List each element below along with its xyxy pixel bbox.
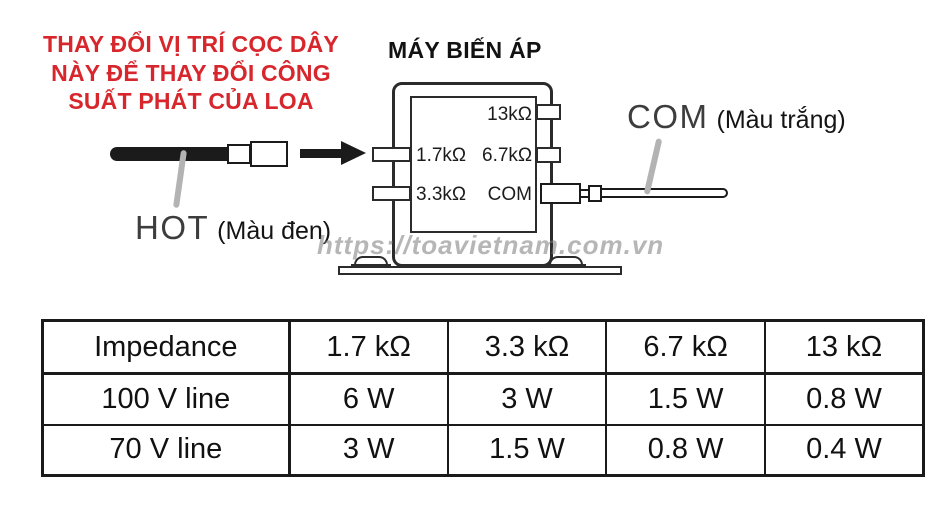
tap-label-13k: 13kΩ <box>487 104 532 125</box>
header-impedance: Impedance <box>41 319 291 375</box>
tab-left-3_3k <box>372 186 411 201</box>
com-connector-crimp <box>588 185 602 202</box>
header-1_7k: 1.7 kΩ <box>288 319 449 375</box>
mount-foot-right <box>549 256 583 267</box>
com-label-row: COM (Màu trắng) <box>627 98 846 136</box>
cell-70v-1_7k: 3 W <box>288 423 449 477</box>
right-arrow-icon <box>300 149 343 158</box>
hot-label-row: HOT (Màu đen) <box>135 209 331 247</box>
com-label: COM <box>627 98 709 135</box>
warning-line-2: NÀY ĐỂ THAY ĐỔI CÔNG <box>51 59 331 86</box>
transformer-terminal-panel <box>410 96 537 233</box>
header-3_3k: 3.3 kΩ <box>446 319 608 375</box>
mount-foot-right-base <box>546 263 586 267</box>
tab-right-13k <box>536 104 561 120</box>
header-13k: 13 kΩ <box>763 319 925 375</box>
com-color-note: (Màu trắng) <box>716 106 846 134</box>
cell-70v-6_7k: 0.8 W <box>605 423 766 477</box>
hot-connector-lug <box>250 141 288 167</box>
tap-label-com: COM <box>487 184 532 205</box>
row-label-70v: 70 V line <box>41 423 291 477</box>
warning-text: THAY ĐỔI VỊ TRÍ CỌC DÂY NÀY ĐỂ THAY ĐỔI … <box>16 30 366 116</box>
hot-connector-crimp <box>227 144 251 164</box>
tab-left-1_7k <box>372 147 411 162</box>
transformer-title: MÁY BIẾN ÁP <box>388 37 542 63</box>
mount-foot-left-base <box>351 263 391 267</box>
table-row-70v: 70 V line 3 W 1.5 W 0.8 W 0.4 W <box>41 423 925 477</box>
warning-line-1: THAY ĐỔI VỊ TRÍ CỌC DÂY <box>43 31 339 57</box>
warning-line-3: SUẤT PHÁT CỦA LOA <box>68 88 314 114</box>
cell-100v-1_7k: 6 W <box>288 372 449 426</box>
cell-100v-6_7k: 1.5 W <box>605 372 766 426</box>
mounting-plate <box>338 266 622 275</box>
power-table: Impedance 1.7 kΩ 3.3 kΩ 6.7 kΩ 13 kΩ 100… <box>41 319 925 477</box>
cell-70v-13k: 0.4 W <box>763 423 925 477</box>
header-6_7k: 6.7 kΩ <box>605 319 766 375</box>
right-arrow-head-icon <box>341 141 366 165</box>
table-header-row: Impedance 1.7 kΩ 3.3 kΩ 6.7 kΩ 13 kΩ <box>41 319 925 375</box>
com-leader-line <box>643 138 663 195</box>
cell-70v-3_3k: 1.5 W <box>446 423 608 477</box>
row-label-100v: 100 V line <box>41 372 291 426</box>
hot-label: HOT <box>135 209 210 246</box>
com-wire <box>600 188 728 198</box>
tap-label-6_7k: 6.7kΩ <box>482 145 533 166</box>
tap-label-3_3k: 3.3kΩ <box>416 184 467 205</box>
table-row-100v: 100 V line 6 W 3 W 1.5 W 0.8 W <box>41 372 925 426</box>
tap-label-1_7k: 1.7kΩ <box>416 145 467 166</box>
hot-color-note: (Màu đen) <box>217 217 332 245</box>
cell-100v-13k: 0.8 W <box>763 372 925 426</box>
cell-100v-3_3k: 3 W <box>446 372 608 426</box>
tab-right-6_7k <box>536 147 561 163</box>
hot-wire <box>110 147 229 161</box>
mount-foot-left <box>354 256 388 267</box>
watermark: https://toavietnam.com.vn <box>317 230 665 260</box>
com-connector-lug <box>540 183 581 204</box>
